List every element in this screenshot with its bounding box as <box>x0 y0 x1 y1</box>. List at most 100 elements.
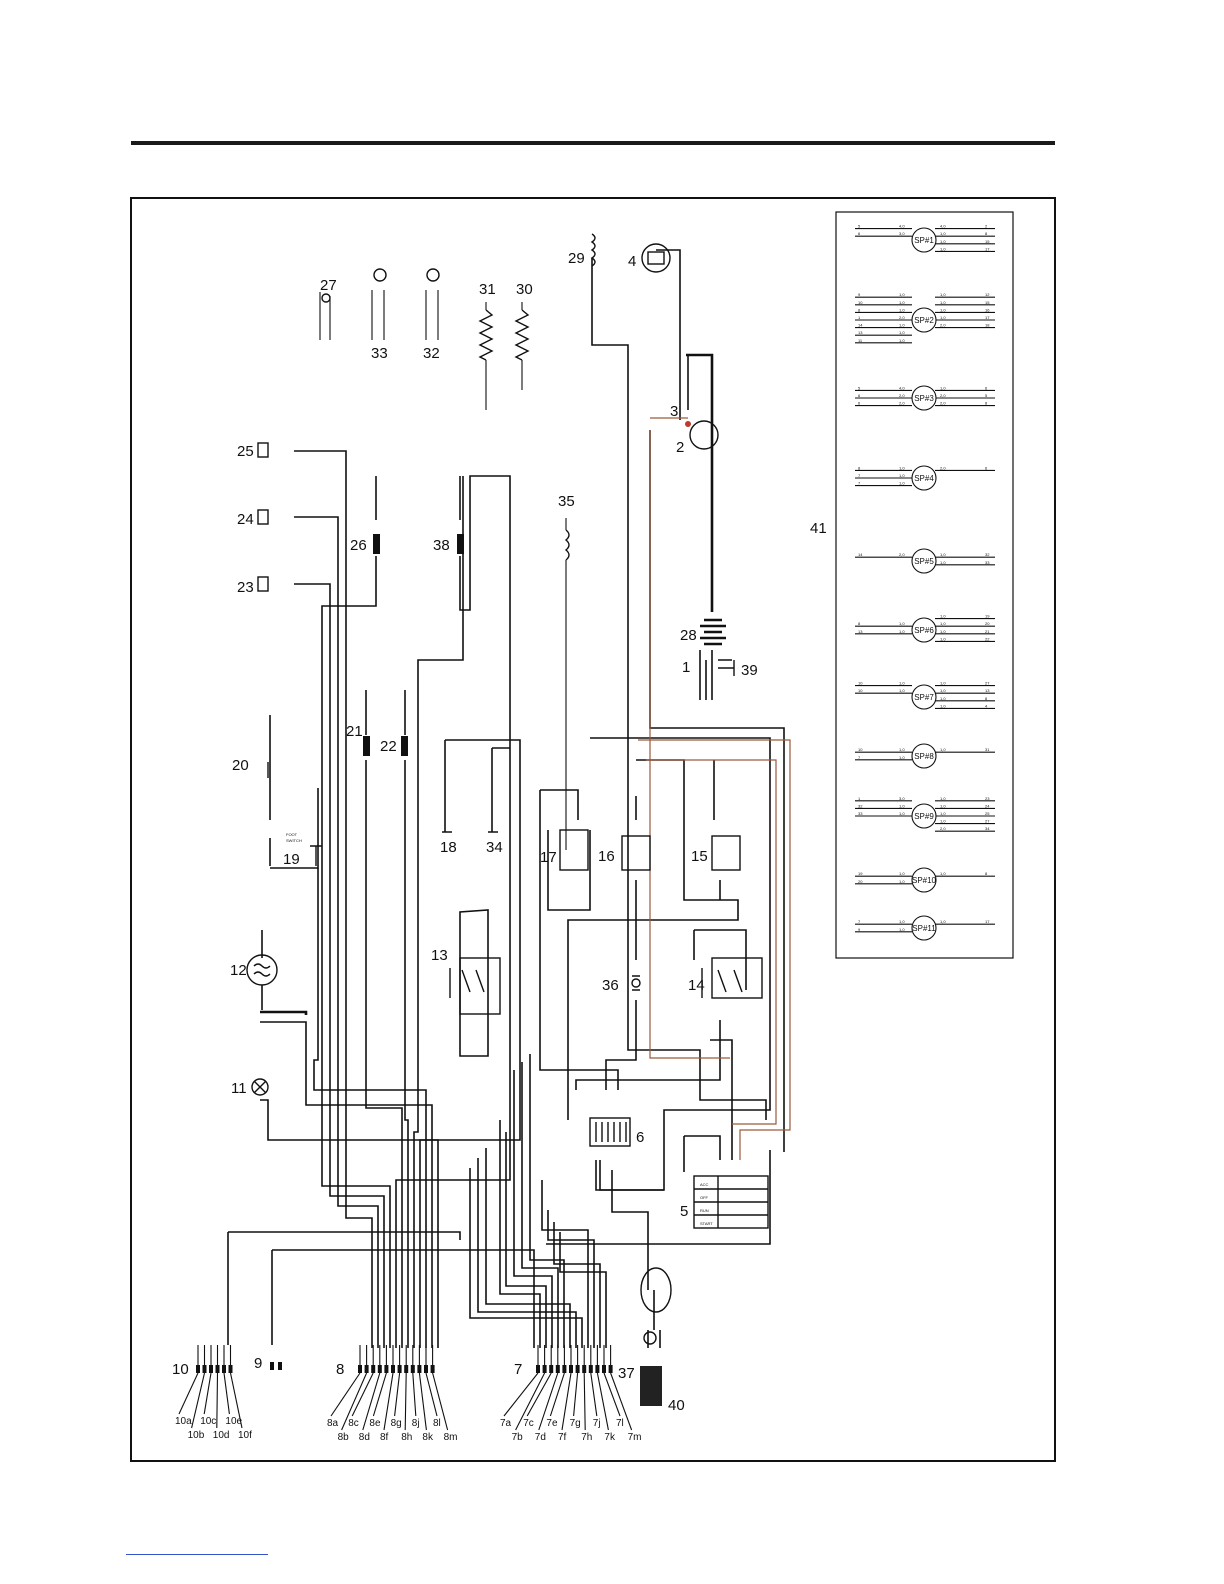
sub-label-10f: 10f <box>238 1430 252 1441</box>
connector-9-pin <box>270 1362 274 1370</box>
component-label-17: 17 <box>540 849 557 866</box>
splice-out-size: 1,0 <box>940 307 946 312</box>
splice-in-size: 1,0 <box>899 811 905 816</box>
sub-label-8l: 8l <box>433 1418 441 1429</box>
connector-8-leader <box>351 1372 374 1417</box>
splice-out-size: 1,0 <box>940 703 946 708</box>
splice-in-size: 3,0 <box>899 231 905 236</box>
splice-in-id: 6 <box>858 393 861 398</box>
connector-8-pin-terminal <box>384 1365 389 1373</box>
splice-in-size: 3,0 <box>899 796 905 801</box>
splice-out-id: 5 <box>985 393 988 398</box>
splice-out-id: 18 <box>985 323 990 328</box>
connector-8-leader <box>425 1372 438 1417</box>
splice-out-id: 12 <box>985 292 990 297</box>
ignition-position-start: START <box>700 1221 713 1226</box>
splice-out-size: 2,0 <box>940 826 946 831</box>
component-label-19: 19 <box>283 851 300 868</box>
component-symbols <box>246 211 1014 1406</box>
component-label-23: 23 <box>237 579 254 596</box>
splice-out-id: 16 <box>985 307 990 312</box>
splice-name: SP#5 <box>914 557 934 566</box>
splice-in-size: 1,0 <box>899 330 905 335</box>
splice-out-id: 8 <box>985 696 988 701</box>
component-24-icon <box>257 509 269 525</box>
component-36-icon <box>632 975 640 991</box>
splice-out-id: 15 <box>985 239 990 244</box>
splice-out-size: 1,0 <box>940 614 946 619</box>
splice-out-id: 31 <box>985 747 990 752</box>
connector-8-leader <box>383 1372 394 1431</box>
splice-in-size: 1,0 <box>899 803 905 808</box>
splice-name: SP#4 <box>914 474 934 483</box>
splice-name: SP#7 <box>914 693 934 702</box>
component-5-icon <box>693 1175 769 1229</box>
splice-in-id: 10 <box>858 681 863 686</box>
splice-in-id: 6 <box>858 401 861 406</box>
component-31-icon <box>478 309 494 361</box>
splice-out-size: 2,0 <box>940 401 946 406</box>
connector-10-pin-terminal <box>202 1365 207 1373</box>
diagram-frame <box>130 197 1056 1462</box>
component-label-36: 36 <box>602 977 619 994</box>
component-19-icon <box>310 845 322 866</box>
sub-label-10d: 10d <box>213 1430 230 1441</box>
connector-8-pin-terminal <box>410 1365 415 1373</box>
connector-8-pin-terminal <box>377 1365 382 1373</box>
splice-out-id: 22 <box>985 636 990 641</box>
component-29-icon <box>590 233 596 267</box>
splice-out-size: 4,0 <box>940 224 946 229</box>
splice-out-id: 17 <box>985 919 990 924</box>
component-label-5: 5 <box>680 1203 688 1220</box>
splice-name: SP#8 <box>914 752 934 761</box>
component-33-icon <box>373 268 387 282</box>
inline-connector-oval <box>640 1267 672 1313</box>
sub-label-7g: 7g <box>570 1418 581 1429</box>
component-13-icon <box>459 957 501 1015</box>
connector-7-pin-terminal <box>582 1365 587 1373</box>
component-35-icon <box>564 529 570 561</box>
component-label-10: 10 <box>172 1361 189 1378</box>
component-14-icon <box>711 957 763 999</box>
splice-in-id: 8 <box>858 307 861 312</box>
connector-8-leader <box>362 1372 381 1431</box>
connector-7-leader <box>503 1372 539 1417</box>
component-label-13: 13 <box>431 947 448 964</box>
splice-out-id: 17 <box>985 246 990 251</box>
splice-in-size: 1,0 <box>899 621 905 626</box>
connector-7-leader <box>596 1372 609 1431</box>
splice-out-id: 27 <box>985 819 990 824</box>
splice-out-id: 15 <box>985 300 990 305</box>
connector-7-pin-terminal <box>588 1365 593 1373</box>
component-30-icon <box>514 309 530 361</box>
connector-7-pin-terminal <box>542 1365 547 1373</box>
connector-7-pin-terminal <box>595 1365 600 1373</box>
splice-in-id: 7 <box>858 473 861 478</box>
splice-in-id: 11 <box>858 338 863 343</box>
connector-8-pin-terminal <box>371 1365 376 1373</box>
connector-8-pin-terminal <box>404 1365 409 1373</box>
connector-7-leader <box>583 1372 586 1431</box>
component-label-32: 32 <box>423 345 440 362</box>
connector-10-pin-terminal <box>228 1365 233 1373</box>
connector-7-pin-terminal <box>536 1365 540 1373</box>
splice-node <box>911 465 937 491</box>
component-labels: 1234567891011121314151617181920212223242… <box>172 250 827 1414</box>
connector-8-pin-terminal <box>430 1365 435 1373</box>
splice-in-id: 13 <box>858 629 863 634</box>
splice-in-size: 1,0 <box>899 473 905 478</box>
connector-8-pin-terminal <box>397 1365 402 1373</box>
splice-out-size: 1,0 <box>940 292 946 297</box>
splice-out-id: 32 <box>985 552 990 557</box>
splice-out-size: 1,0 <box>940 819 946 824</box>
splice-out-size: 1,0 <box>940 560 946 565</box>
connector-10-leader <box>216 1372 219 1429</box>
sub-label-8k: 8k <box>422 1432 434 1443</box>
